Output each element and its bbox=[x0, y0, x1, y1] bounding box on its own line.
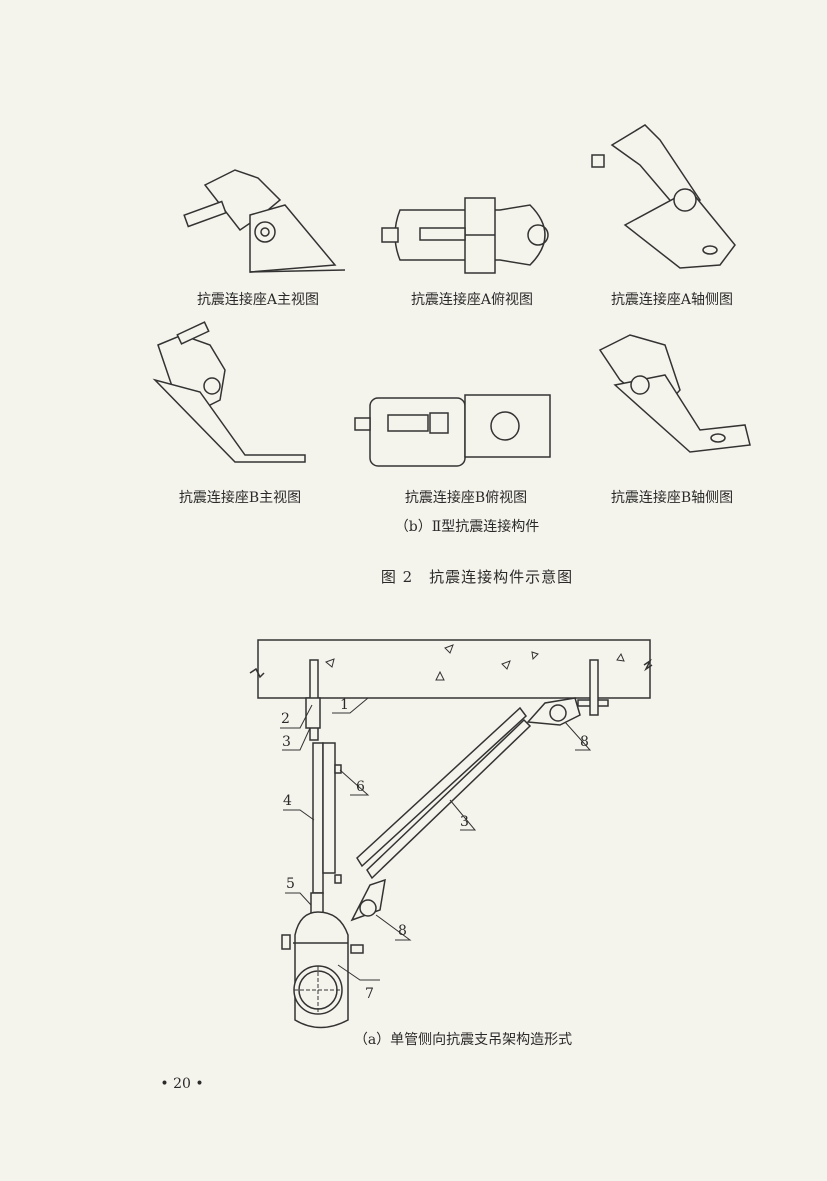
connector-a-isometric-view bbox=[591, 124, 736, 269]
label-8-bottom: 8 bbox=[398, 923, 407, 939]
subcaption-b: （b）Ⅱ型抗震连接构件 bbox=[394, 519, 540, 535]
label-8-top: 8 bbox=[580, 734, 589, 750]
connector-b-isometric-view bbox=[598, 334, 751, 453]
caption-a-front: 抗震连接座A主视图 bbox=[196, 292, 320, 308]
figure-title: 图 2 抗震连接构件示意图 bbox=[380, 568, 574, 586]
connector-b-front-view bbox=[152, 321, 306, 463]
seismic-support-diagram: 1 2 3 6 4 3 5 8 8 7 bbox=[249, 639, 653, 1029]
caption-b-top: 抗震连接座B俯视图 bbox=[404, 490, 528, 506]
caption-b-front: 抗震连接座B主视图 bbox=[178, 490, 302, 506]
concrete-slab bbox=[257, 639, 651, 699]
connector-a-top-view bbox=[381, 197, 549, 274]
label-3-brace: 3 bbox=[460, 814, 469, 830]
subcaption-a: （a）单管侧向抗震支吊架构造形式 bbox=[353, 1032, 573, 1048]
connector-b-top-view bbox=[354, 394, 551, 467]
caption-b-iso: 抗震连接座B轴侧图 bbox=[610, 490, 734, 506]
label-3-rod: 3 bbox=[282, 734, 291, 750]
label-5: 5 bbox=[286, 876, 295, 892]
label-6: 6 bbox=[356, 779, 365, 795]
caption-a-iso: 抗震连接座A轴侧图 bbox=[610, 292, 734, 308]
label-4: 4 bbox=[283, 793, 292, 809]
caption-a-top: 抗震连接座A俯视图 bbox=[410, 292, 534, 308]
label-7: 7 bbox=[365, 986, 374, 1002]
connector-a-front-view bbox=[183, 169, 346, 273]
label-2: 2 bbox=[281, 711, 290, 727]
label-1: 1 bbox=[340, 697, 349, 713]
page-number: • 20 • bbox=[160, 1076, 204, 1092]
